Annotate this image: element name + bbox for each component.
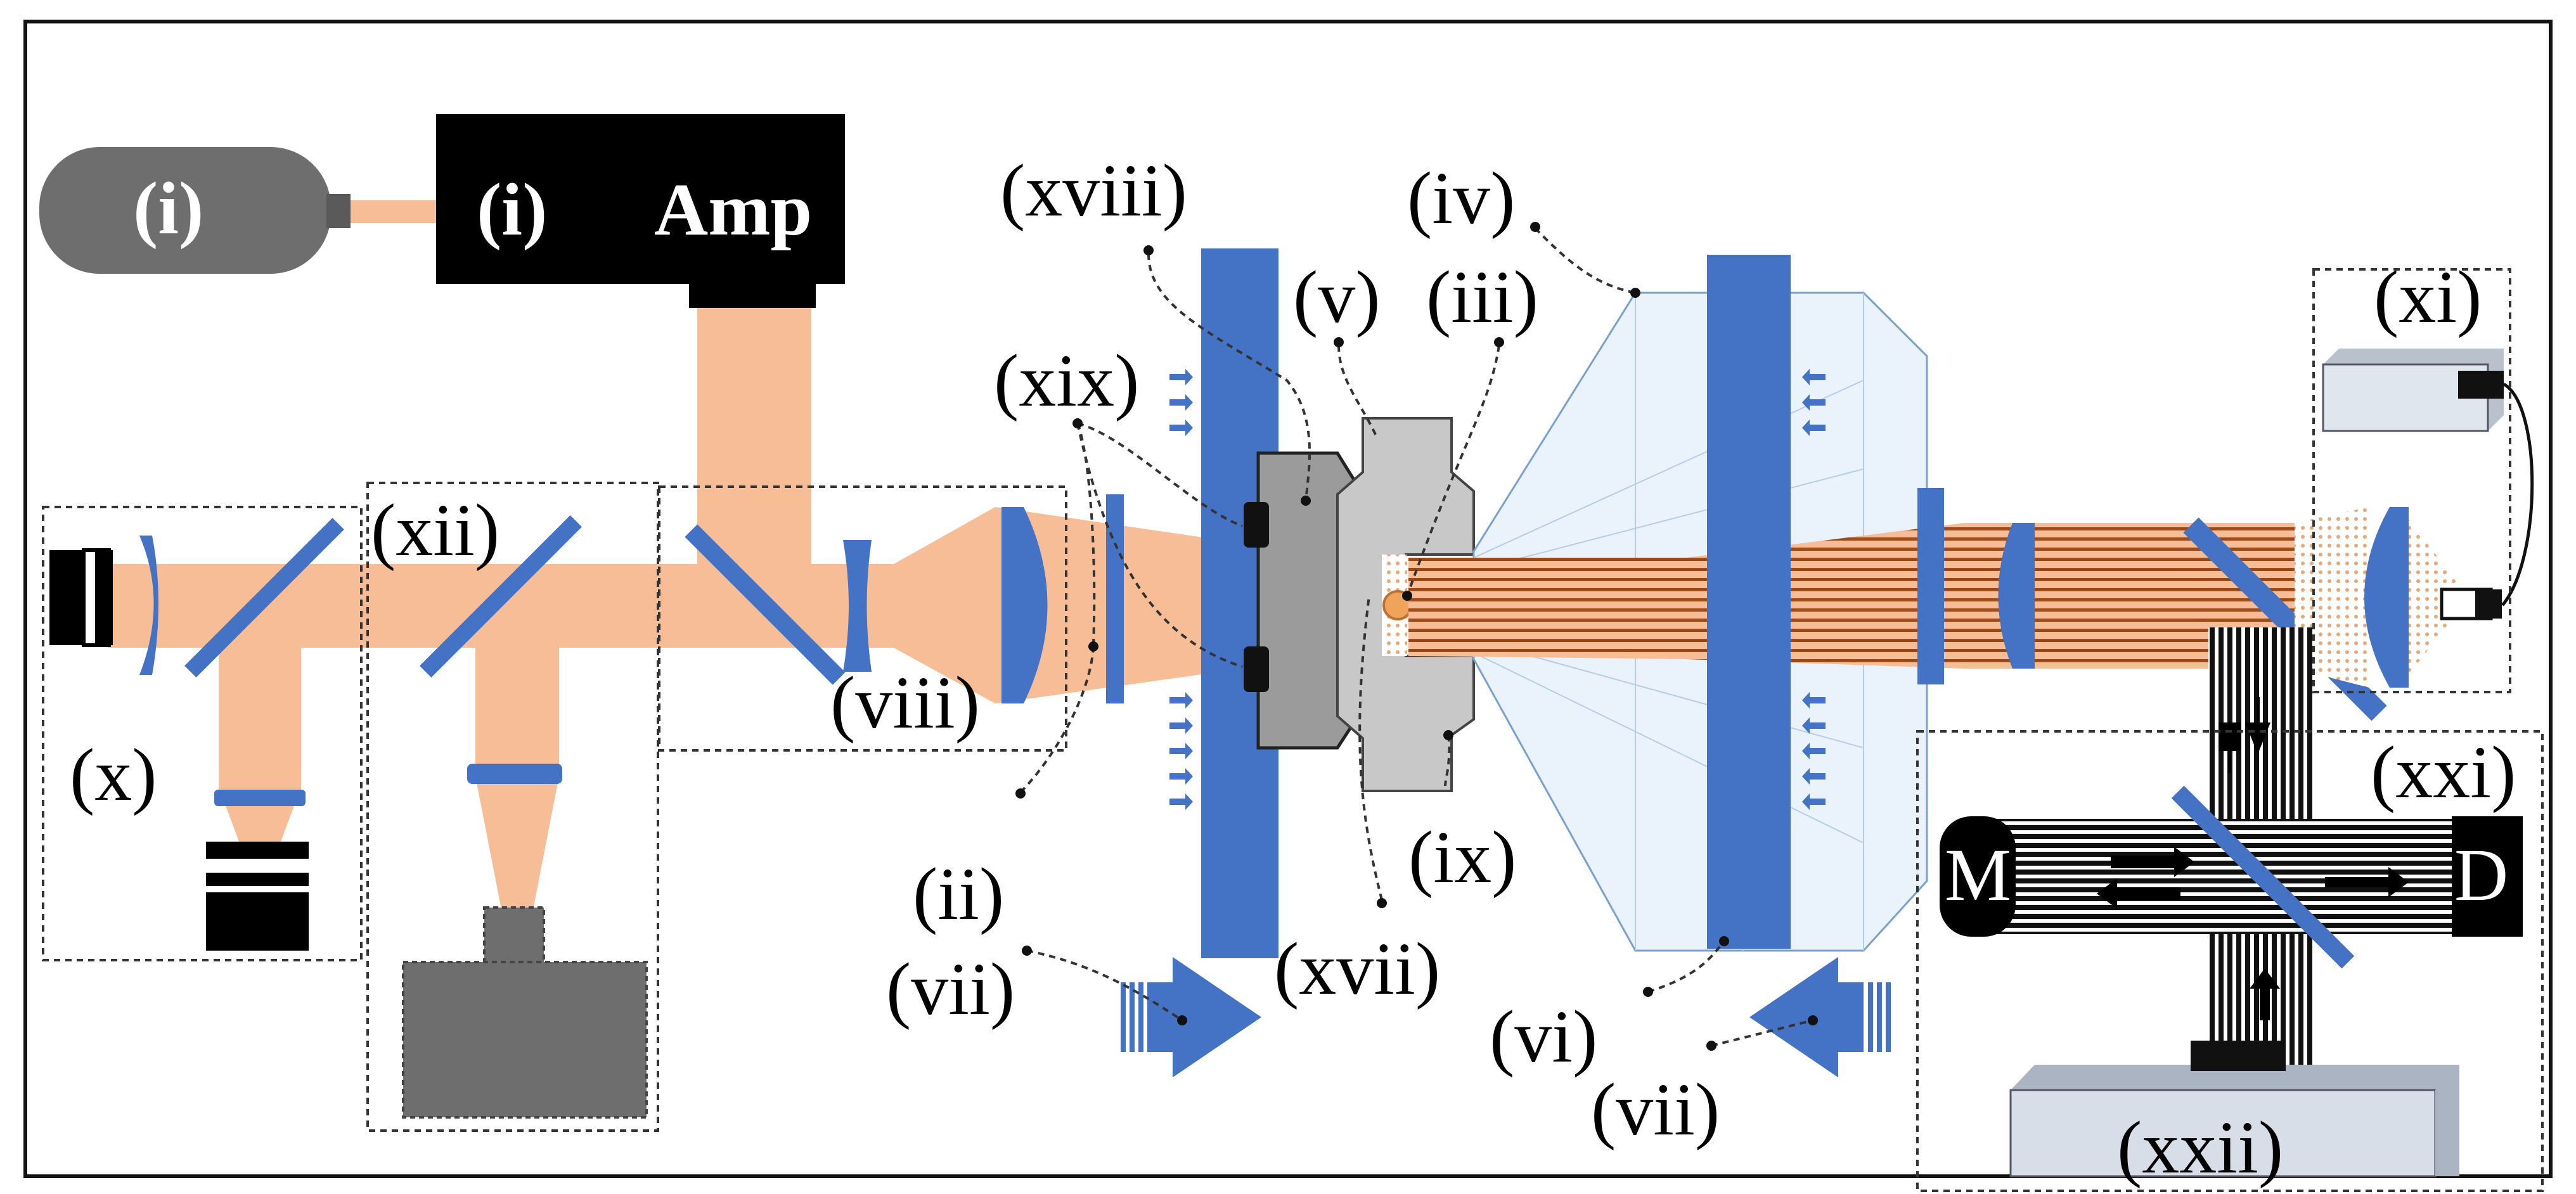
box-xi <box>2312 268 2511 693</box>
label-xviii: (xviii) <box>1000 149 1187 232</box>
detector-cone-xi <box>2409 520 2469 675</box>
beamsplitter-xii <box>420 515 582 677</box>
mirror-m: M <box>1940 816 2016 937</box>
amplifier: (i) Amp <box>436 114 845 308</box>
spectrometer-xi <box>2322 349 2504 432</box>
amplifier-i-label: (i) <box>477 168 547 251</box>
laser-to-amp-beam <box>351 200 436 223</box>
reference-beam-taper <box>221 792 299 867</box>
camera-x-lower <box>206 842 309 951</box>
box-x <box>42 506 363 961</box>
leader-dots <box>1015 222 1818 1051</box>
label-xix: (xix) <box>994 339 1139 422</box>
push-arrow-right-vii <box>1749 957 1891 1077</box>
expander-beam <box>849 507 1255 703</box>
box-viii <box>658 485 1067 752</box>
delay-beam-down <box>475 621 559 780</box>
label-vii-left: (vii) <box>886 947 1015 1030</box>
detector-d-label: D <box>2454 833 2508 916</box>
reference-beam-down <box>219 621 301 792</box>
beamsplitter-xxi <box>2171 785 2355 969</box>
label-viii: (viii) <box>830 661 980 744</box>
waveplate-ii <box>1106 494 1124 703</box>
label-ii: (ii) <box>913 852 1004 935</box>
box-xii <box>366 482 659 1132</box>
lens-x-lower <box>214 790 306 806</box>
label-vii-right: (vii) <box>1591 1068 1720 1151</box>
delay-beam-taper <box>475 776 559 913</box>
laser-source: (i) <box>39 147 351 274</box>
amplifier-amp-label: Amp <box>654 168 812 251</box>
label-vi: (vi) <box>1490 995 1597 1078</box>
interferometer-arrows <box>2097 697 2409 1020</box>
beamsplitter-x <box>184 518 344 677</box>
label-ix: (ix) <box>1408 816 1516 899</box>
label-xii: (xii) <box>371 489 499 572</box>
mirror-viii <box>685 524 846 685</box>
camera-x <box>49 548 113 647</box>
mirror-m-label: M <box>1945 833 2011 916</box>
camera-xxii <box>2009 1041 2459 1178</box>
label-v: (v) <box>1293 255 1381 338</box>
pressure-arrows-left <box>1169 369 1193 810</box>
lens-xii-lower <box>467 764 562 784</box>
label-xi: (xi) <box>2374 255 2482 338</box>
detector-xi <box>2440 587 2502 620</box>
lens-viii-convex <box>1001 507 1048 703</box>
label-x: (x) <box>70 733 157 816</box>
outer-frame <box>23 20 2553 1178</box>
lens-right <box>1998 523 2035 669</box>
detector-d: D <box>2452 816 2523 937</box>
lens-x <box>139 536 158 675</box>
pressure-arrows-right <box>1802 369 1826 810</box>
label-xxii: (xxii) <box>2117 1106 2283 1189</box>
delay-stage <box>402 906 648 1119</box>
seat-lower <box>1244 646 1269 692</box>
sample-beam-striped <box>1408 523 2295 669</box>
lens-xi <box>2364 507 2409 688</box>
laser-label: (i) <box>133 167 203 250</box>
leader-lines <box>1019 227 1813 1047</box>
label-iii: (iii) <box>1426 255 1538 338</box>
waveplate-right <box>1917 488 1944 684</box>
label-xvii: (xvii) <box>1274 927 1440 1010</box>
push-arrow-left-vii <box>1121 957 1261 1077</box>
label-iv: (iv) <box>1407 157 1515 240</box>
seat-upper <box>1244 502 1269 548</box>
lens-viii-concave <box>843 540 872 672</box>
label-xxi: (xxi) <box>2371 731 2516 814</box>
fiber-xi <box>2501 382 2534 607</box>
box-xxi <box>1916 730 2544 1192</box>
pressure-plate-right <box>1707 255 1791 949</box>
